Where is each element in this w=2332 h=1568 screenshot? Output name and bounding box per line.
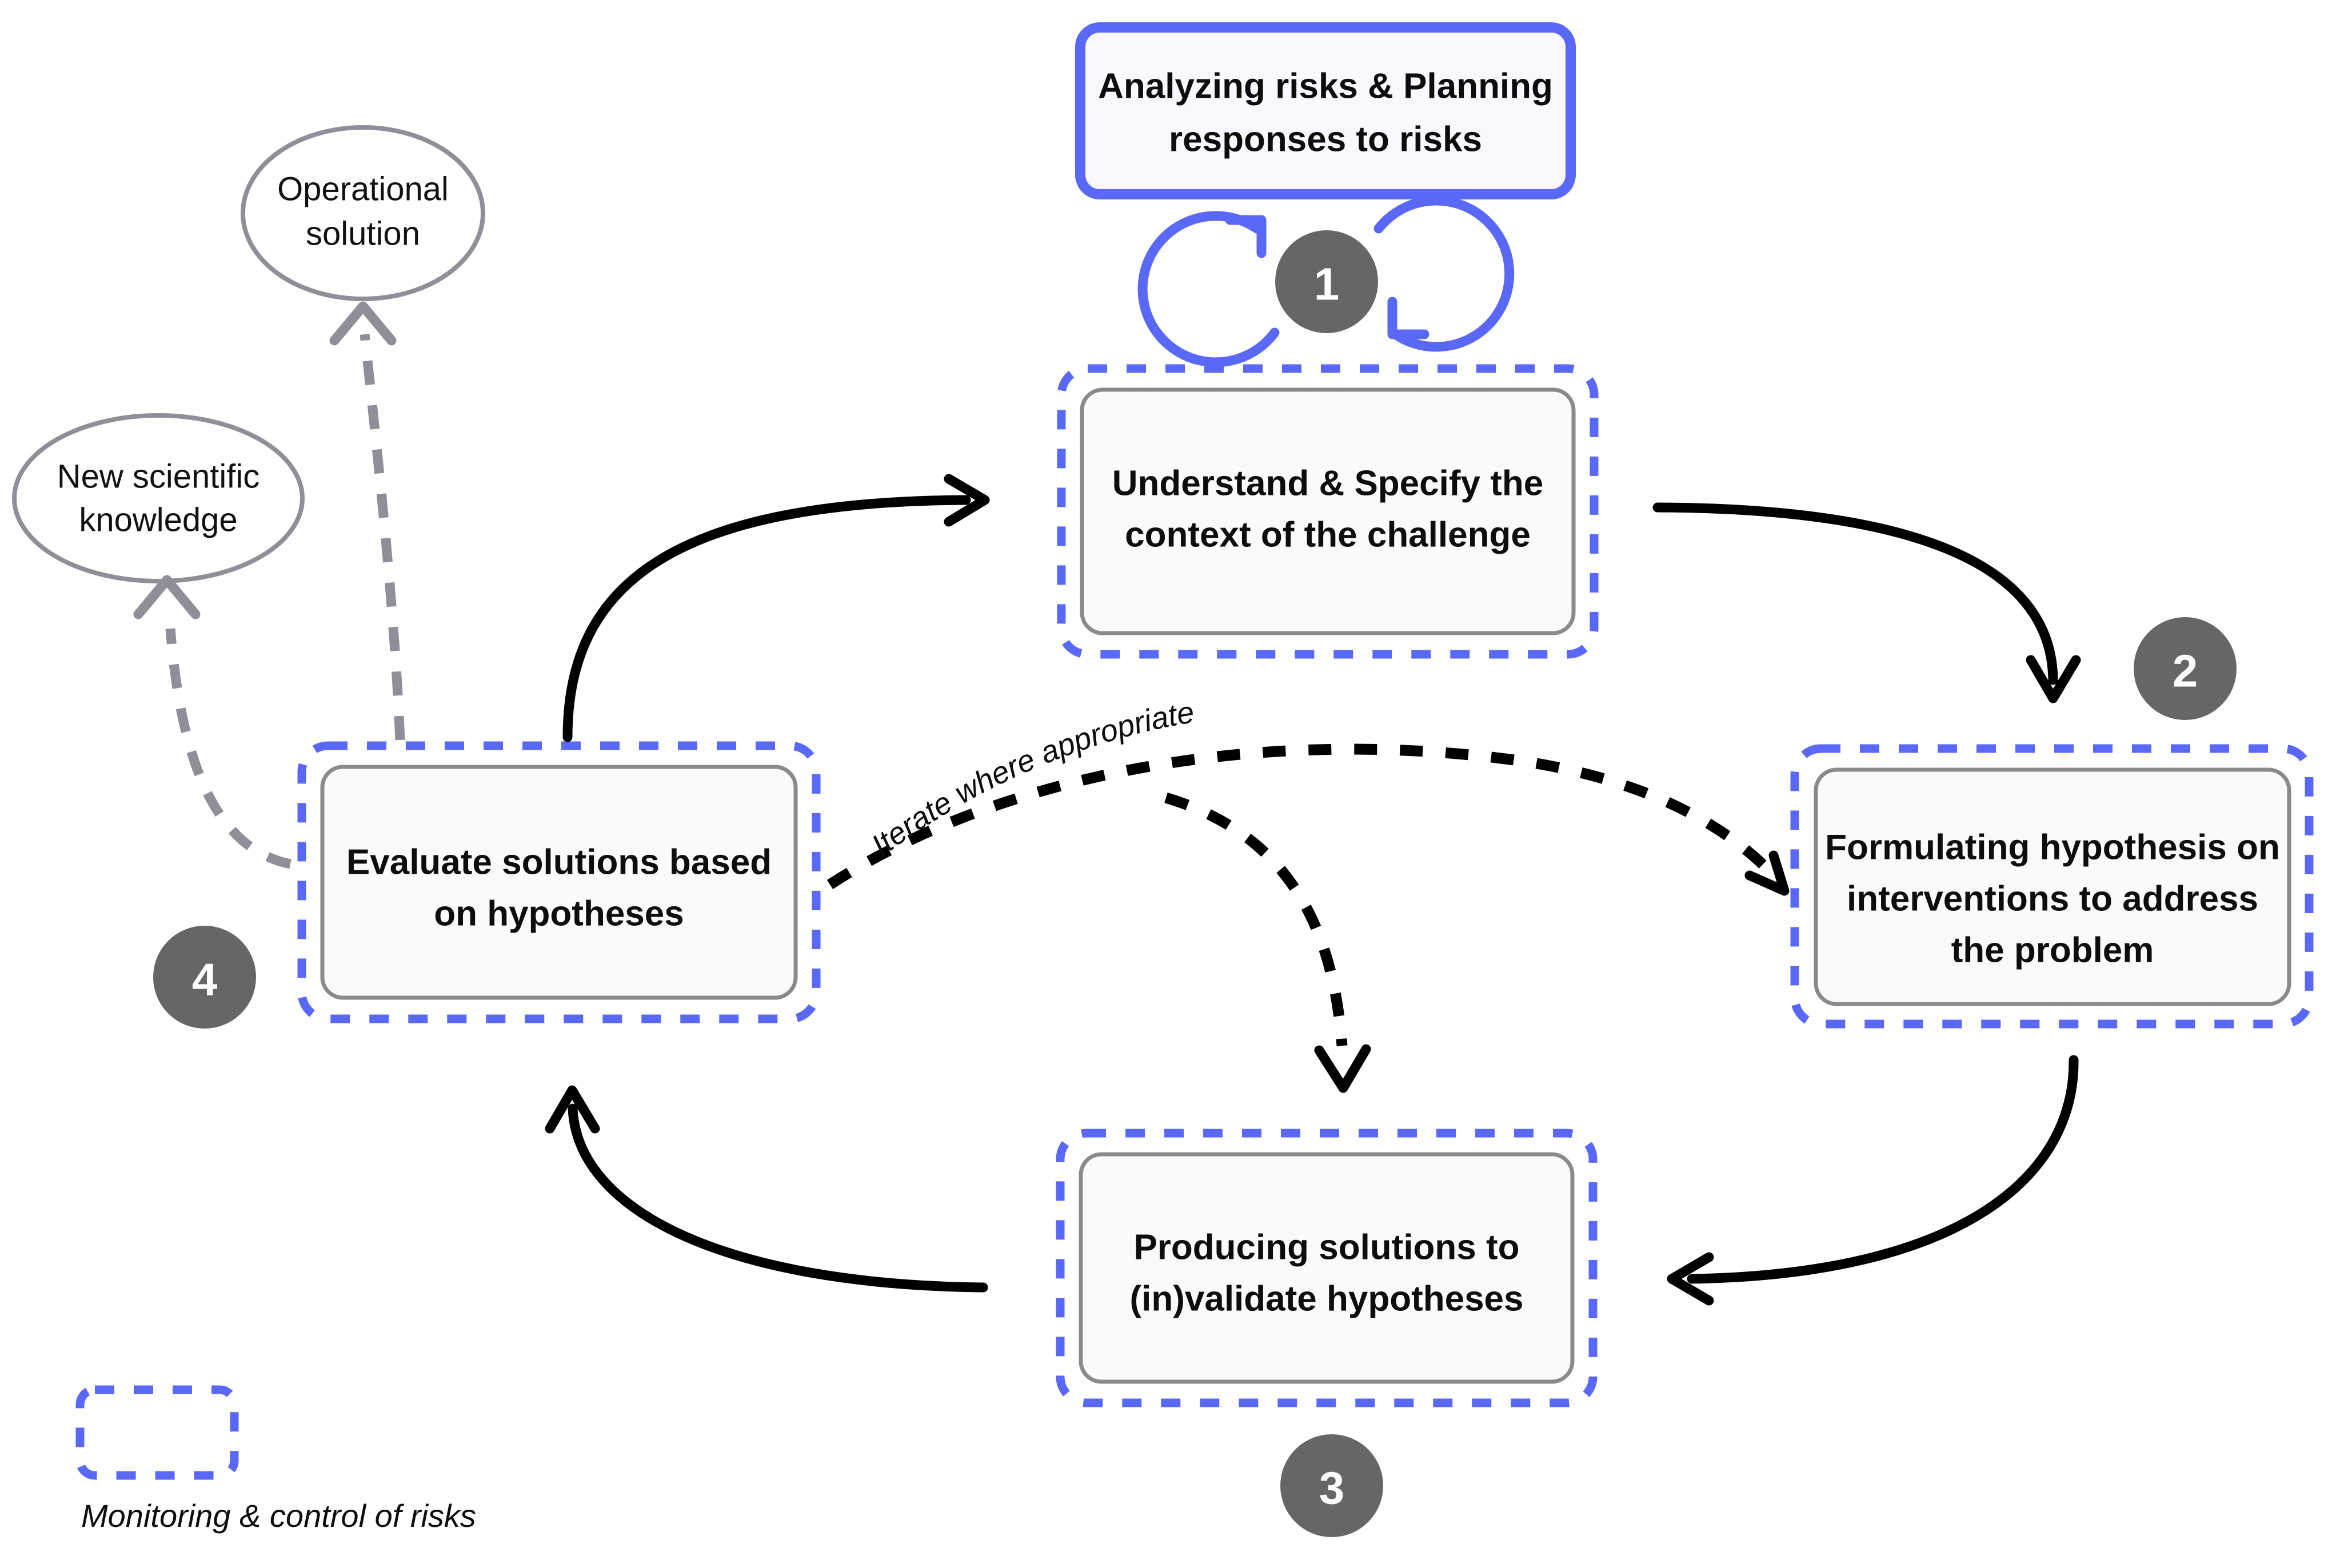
understand-box	[1080, 387, 1576, 635]
arrow-head-formulating-producing	[1667, 1252, 1714, 1306]
node-evaluate[interactable]: Evaluate solutions based on hypotheses	[297, 741, 821, 1023]
operational-solution-ellipse	[241, 125, 485, 301]
producing-box	[1079, 1152, 1575, 1384]
loop-arrowhead-right	[1387, 297, 1429, 339]
node-analyzing-risks[interactable]: Analyzing risks & Planning responses to …	[1075, 22, 1576, 199]
legend: Monitoring & control of risks	[75, 1385, 476, 1534]
new-scientific-knowledge-ellipse	[12, 413, 305, 583]
formulating-line3: the problem	[1951, 930, 2154, 970]
step-4-circle	[153, 926, 256, 1029]
evaluate-box	[320, 765, 798, 1000]
loop-arrowhead-left	[1225, 215, 1267, 258]
step-1-circle	[1275, 230, 1378, 333]
arrow-formulating-to-producing	[1667, 1055, 2079, 1306]
formulating-box	[1814, 767, 2291, 1006]
analyzing-risks-line1: Analyzing risks & Planning	[1098, 66, 1553, 106]
arrow-line-understand-formulating	[1652, 502, 2058, 685]
formulating-line1: Formulating hypothesis on	[1825, 827, 2280, 867]
iterate-label: Iterate where appropriate	[865, 695, 1197, 863]
arrow-head-evaluate-understand	[944, 474, 990, 527]
arrow-line-evaluate-knowledge	[165, 628, 292, 869]
understand-dashed-outline	[1057, 364, 1599, 659]
evaluate-dashed-outline	[297, 741, 821, 1023]
arrow-producing-to-evaluate	[545, 1085, 988, 1293]
arrow-head-evaluate-operational	[329, 301, 397, 346]
loop-arrows-step1	[1137, 195, 1515, 367]
step-1-number: 1	[1314, 259, 1340, 310]
step-2-number: 2	[2173, 646, 2198, 697]
new-scientific-knowledge-line2: knowledge	[79, 501, 237, 538]
operational-solution-line1: Operational	[277, 170, 449, 207]
arrow-line-producing-evaluate	[568, 1103, 988, 1293]
step-3-circle	[1280, 1434, 1383, 1537]
arrow-line-evaluate-operational	[360, 334, 405, 741]
producing-dashed-outline	[1056, 1129, 1598, 1407]
arrow-line-formulating-producing	[1687, 1055, 2079, 1284]
step-badge-3: 3	[1280, 1434, 1383, 1537]
analyzing-risks-line2: responses to risks	[1169, 119, 1482, 159]
evaluate-line2: on hypotheses	[434, 894, 684, 933]
outcome-operational-solution[interactable]: Operational solution	[241, 125, 485, 301]
node-understand[interactable]: Understand & Specify the context of the …	[1057, 364, 1599, 659]
arrow-iterate-to-producing	[1164, 792, 1371, 1093]
arrow-head-producing-evaluate	[545, 1085, 600, 1134]
understand-line1: Understand & Specify the	[1112, 463, 1543, 503]
step-badge-2: 2	[2134, 617, 2237, 720]
arrow-head-iterate-formulating	[1744, 850, 1790, 896]
iterate-label-textpath: Iterate where appropriate	[865, 695, 1197, 863]
producing-line1: Producing solutions to	[1133, 1227, 1519, 1267]
loop-arc-right	[1373, 195, 1515, 352]
arrow-head-understand-formulating	[2026, 655, 2081, 703]
new-scientific-knowledge-line1: New scientific	[57, 458, 260, 495]
step-2-circle	[2134, 617, 2237, 720]
step-4-number: 4	[192, 954, 218, 1005]
legend-dashed-blue-rounded-rect-swatch	[75, 1385, 239, 1480]
arrow-understand-to-formulating	[1652, 502, 2081, 703]
node-producing[interactable]: Producing solutions to (in)validate hypo…	[1056, 1129, 1598, 1407]
understand-line2: context of the challenge	[1125, 515, 1531, 554]
arrow-line-iterate-producing	[1164, 792, 1348, 1046]
operational-solution-line2: solution	[306, 215, 420, 252]
legend-text: Monitoring & control of risks	[81, 1498, 476, 1534]
loop-arc-left	[1137, 211, 1280, 367]
producing-line2: (in)validate hypotheses	[1129, 1279, 1523, 1318]
arrow-line-evaluate-understand	[562, 495, 971, 742]
arrow-evaluate-to-understand	[562, 474, 990, 742]
formulating-line2: interventions to address	[1847, 879, 2258, 918]
analyzing-risks-box	[1075, 22, 1576, 199]
outcome-new-scientific-knowledge[interactable]: New scientific knowledge	[12, 413, 305, 583]
step-badge-1: 1	[1275, 230, 1378, 333]
arrow-iterate-to-formulating	[826, 743, 1790, 896]
arrow-head-iterate-producing	[1314, 1044, 1371, 1093]
arrow-head-evaluate-knowledge	[133, 575, 201, 619]
arrow-evaluate-to-operational-solution	[329, 301, 405, 741]
arrow-evaluate-to-new-knowledge	[133, 575, 292, 869]
evaluate-line1: Evaluate solutions based	[346, 842, 772, 882]
step-badge-4: 4	[153, 926, 256, 1029]
step-3-number: 3	[1319, 1463, 1345, 1514]
node-formulating[interactable]: Formulating hypothesis on interventions …	[1790, 744, 2314, 1029]
